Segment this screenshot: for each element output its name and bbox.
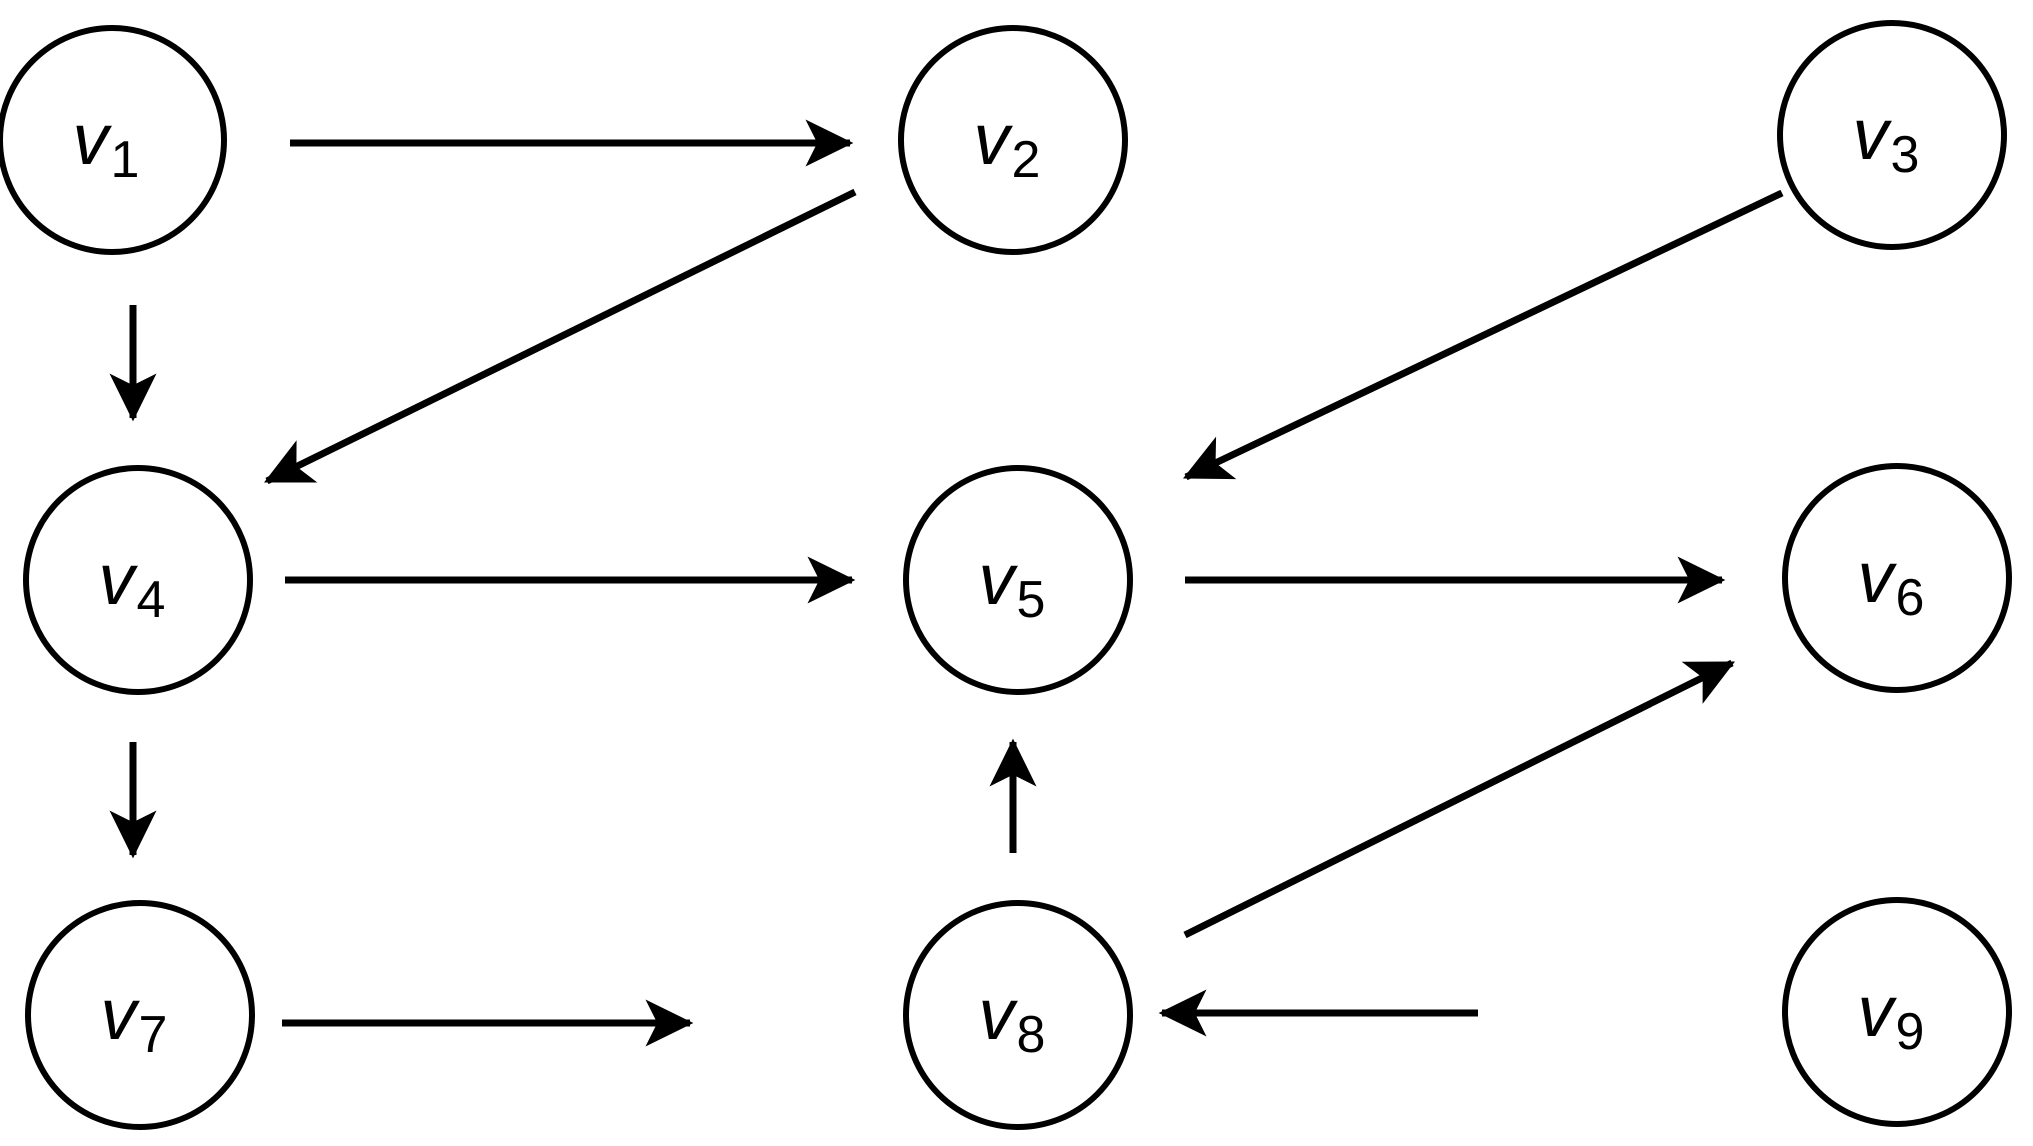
node-label-sub-v8: 8	[1017, 1006, 1046, 1064]
node-label-sub-v7: 7	[139, 1006, 168, 1064]
node-label-v3: v3	[1853, 95, 1920, 184]
node-label-base-v7: v	[101, 975, 141, 1055]
node-circle-v8[interactable]	[903, 900, 1133, 1130]
node-label-sub-v3: 3	[1891, 126, 1920, 184]
node-label-v9: v9	[1858, 972, 1925, 1061]
node-label-v5: v5	[979, 540, 1046, 629]
node-v3[interactable]: v3	[1777, 20, 2007, 250]
node-circle-v5[interactable]	[903, 465, 1133, 695]
node-v5[interactable]: v5	[903, 465, 1133, 695]
node-v6[interactable]: v6	[1782, 463, 2012, 693]
node-v1[interactable]: v1	[0, 25, 227, 255]
node-label-base-v6: v	[1858, 538, 1898, 618]
node-label-base-v9: v	[1858, 972, 1898, 1052]
node-label-base-v2: v	[974, 100, 1014, 180]
edge-v3-to-v5	[1182, 189, 1784, 481]
node-label-sub-v6: 6	[1896, 569, 1925, 627]
node-label-base-v1: v	[73, 100, 113, 180]
node-label-v8: v8	[979, 975, 1046, 1064]
node-label-base-v3: v	[1853, 95, 1893, 175]
node-circle-v6[interactable]	[1782, 463, 2012, 693]
node-v8[interactable]: v8	[903, 900, 1133, 1130]
node-circle-v4[interactable]	[23, 465, 253, 695]
edge-v8-to-v6	[1183, 659, 1736, 939]
node-v2[interactable]: v2	[898, 25, 1128, 255]
node-circle-v9[interactable]	[1782, 897, 2012, 1127]
node-label-base-v4: v	[99, 540, 139, 620]
node-label-v6: v6	[1858, 538, 1925, 627]
node-label-base-v5: v	[979, 540, 1019, 620]
node-label-sub-v2: 2	[1012, 131, 1041, 189]
node-circle-v3[interactable]	[1777, 20, 2007, 250]
node-circle-v7[interactable]	[25, 900, 255, 1130]
node-label-sub-v1: 1	[111, 131, 140, 189]
node-label-sub-v4: 4	[137, 571, 166, 629]
node-label-sub-v5: 5	[1017, 571, 1046, 629]
node-circle-v1[interactable]	[0, 25, 227, 255]
node-label-v2: v2	[974, 100, 1041, 189]
node-v7[interactable]: v7	[25, 900, 255, 1130]
node-label-v1: v1	[73, 100, 140, 189]
node-v4[interactable]: v4	[23, 465, 253, 695]
node-label-sub-v9: 9	[1896, 1003, 1925, 1061]
node-v9[interactable]: v9	[1782, 897, 2012, 1127]
node-circle-v2[interactable]	[898, 25, 1128, 255]
edge-v2-to-v4	[263, 188, 857, 485]
node-label-v7: v7	[101, 975, 168, 1064]
node-label-v4: v4	[99, 540, 166, 629]
edges-layer	[109, 119, 1784, 1047]
node-label-base-v8: v	[979, 975, 1019, 1055]
